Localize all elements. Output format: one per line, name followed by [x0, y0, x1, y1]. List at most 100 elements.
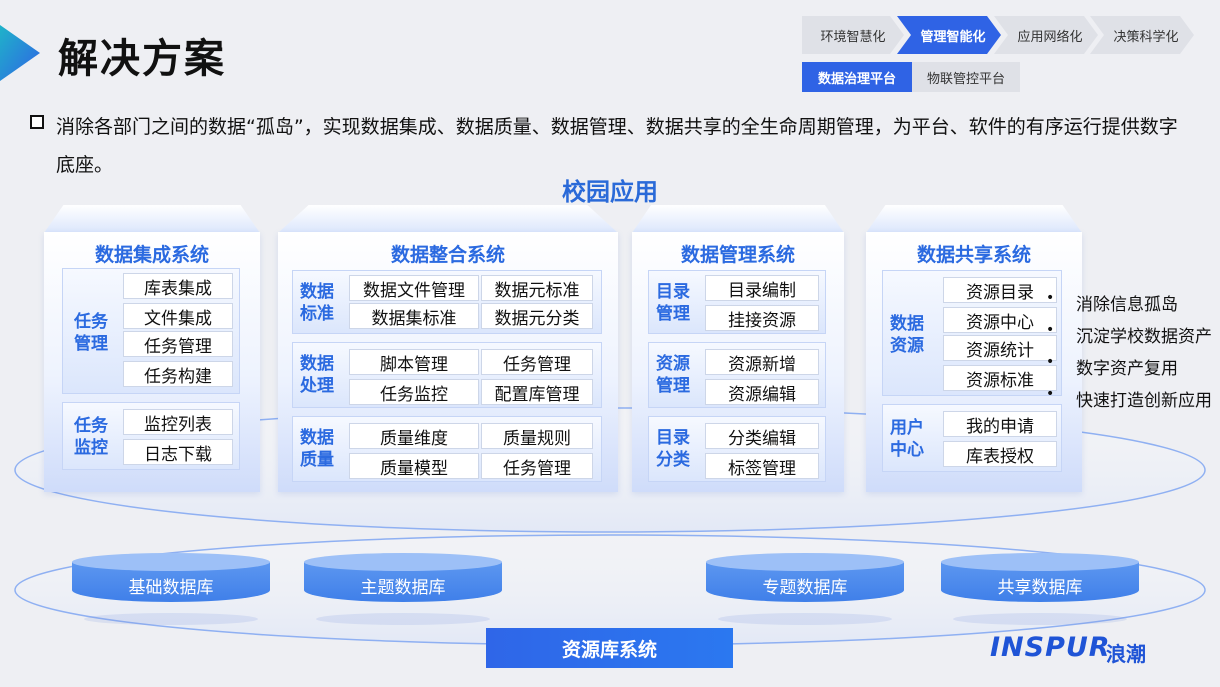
chevron-shape	[802, 16, 904, 54]
page-title: 解决方案	[58, 36, 226, 82]
item-quality-dimension[interactable]: 质量维度	[349, 423, 479, 449]
step-decision[interactable]: 决策科学化	[1090, 16, 1194, 54]
group-label: 用户中心	[890, 418, 924, 460]
item-mount-resource[interactable]: 挂接资源	[705, 305, 819, 331]
campus-app-title: 校园应用	[562, 178, 658, 206]
benefit-label: 数字资产复用	[1076, 359, 1178, 379]
item-config-db-management[interactable]: 配置库管理	[481, 379, 593, 405]
group-label: 目录管理	[656, 282, 690, 324]
item-task-management[interactable]: 任务管理	[481, 349, 593, 375]
group-data-standard: 数据标准 数据文件管理 数据元标准 数据集标准 数据元分类	[292, 270, 602, 334]
item-task-management[interactable]: 任务管理	[123, 331, 233, 357]
chevron-shape	[1090, 16, 1194, 54]
item-data-element-standard[interactable]: 数据元标准	[481, 275, 593, 301]
tab-data-governance[interactable]: 数据治理平台	[802, 62, 912, 92]
roof-consolidation	[278, 205, 618, 233]
group-task-management: 任务管理 库表集成 文件集成 任务管理 任务构建	[62, 268, 240, 394]
system-title: 数据管理系统	[680, 244, 795, 266]
system-integration: 数据集成系统 任务管理 库表集成 文件集成 任务管理 任务构建 任务监控 监控列…	[44, 232, 260, 492]
bullet-square-icon	[30, 115, 44, 129]
group-label: 数据质量	[300, 428, 334, 470]
db-theme[interactable]: 主题数据库	[304, 553, 502, 625]
db-shadow	[315, 613, 491, 625]
roof-sharing	[866, 205, 1082, 233]
benefit-label: 快速打造创新应用	[1076, 391, 1212, 411]
system-title: 数据整合系统	[390, 244, 505, 266]
item-monitor-list[interactable]: 监控列表	[123, 409, 233, 435]
item-script-management[interactable]: 脚本管理	[349, 349, 479, 375]
inspur-logo: INSPUR 浪潮	[990, 632, 1160, 668]
resource-library-system[interactable]: 资源库系统	[486, 628, 733, 668]
step-label: 决策科学化	[1113, 29, 1179, 45]
group-catalog-category: 目录分类 分类编辑 标签管理	[648, 416, 826, 482]
item-task-build[interactable]: 任务构建	[123, 361, 233, 387]
db-basic[interactable]: 基础数据库	[72, 553, 270, 625]
logo-latin: INSPUR	[990, 632, 1111, 663]
system-consolidation: 数据整合系统 数据标准 数据文件管理 数据元标准 数据集标准 数据元分类 数据处…	[278, 232, 618, 492]
item-resource-add[interactable]: 资源新增	[705, 349, 819, 375]
roof-integration	[44, 205, 260, 233]
item-file-integration[interactable]: 文件集成	[123, 303, 233, 329]
item-quality-rule[interactable]: 质量规则	[481, 423, 593, 449]
db-shared[interactable]: 共享数据库	[941, 553, 1139, 625]
item-resource-standard[interactable]: 资源标准	[943, 365, 1057, 391]
step-label: 管理智能化	[920, 29, 986, 45]
item-resource-center[interactable]: 资源中心	[943, 307, 1057, 333]
db-top	[72, 553, 270, 571]
step-label: 环境智慧化	[820, 29, 886, 45]
item-table-integration[interactable]: 库表集成	[123, 273, 233, 299]
item-dataset-standard[interactable]: 数据集标准	[349, 303, 479, 329]
step-management[interactable]: 管理智能化	[897, 16, 1001, 54]
db-shadow	[952, 613, 1128, 625]
item-my-applications[interactable]: 我的申请	[943, 411, 1057, 437]
item-resource-edit[interactable]: 资源编辑	[705, 379, 819, 405]
benefit-label: 沉淀学校数据资产	[1076, 327, 1212, 347]
tab-iot-control[interactable]: 物联管控平台	[912, 62, 1020, 92]
system-management: 数据管理系统 目录管理 目录编制 挂接资源 资源管理 资源新增 资源编辑 目录分…	[632, 232, 844, 492]
item-category-edit[interactable]: 分类编辑	[705, 423, 819, 449]
group-user-center: 用户中心 我的申请 库表授权	[882, 404, 1062, 472]
item-resource-stats[interactable]: 资源统计	[943, 335, 1057, 361]
group-label: 数据标准	[300, 282, 334, 324]
db-top	[706, 553, 904, 571]
group-data-processing: 数据处理 脚本管理 任务管理 任务监控 配置库管理	[292, 342, 602, 408]
step-label: 应用网络化	[1017, 29, 1083, 45]
item-tag-management[interactable]: 标签管理	[705, 453, 819, 479]
group-data-quality: 数据质量 质量维度 质量规则 质量模型 任务管理	[292, 416, 602, 482]
db-label: 基础数据库	[128, 578, 214, 598]
step-environment[interactable]: 环境智慧化	[802, 16, 904, 54]
item-catalog-compile[interactable]: 目录编制	[705, 275, 819, 301]
intro-text: 消除各部门之间的数据“孤岛”，实现数据集成、数据质量、数据管理、数据共享的全生命…	[56, 116, 1178, 176]
benefit-label: 消除信息孤岛	[1076, 295, 1178, 315]
item-quality-model[interactable]: 质量模型	[349, 453, 479, 479]
chevron-shape	[994, 16, 1098, 54]
item-data-file-management[interactable]: 数据文件管理	[349, 275, 479, 301]
group-catalog-management: 目录管理 目录编制 挂接资源	[648, 270, 826, 334]
db-shadow	[717, 613, 893, 625]
logo-cn: 浪潮	[1106, 642, 1146, 666]
group-label: 任务管理	[74, 312, 108, 354]
item-table-authorization[interactable]: 库表授权	[943, 441, 1057, 467]
item-task-monitor[interactable]: 任务监控	[349, 379, 479, 405]
roof-management	[632, 205, 844, 233]
db-label: 专题数据库	[762, 578, 848, 598]
group-data-resource: 数据资源 资源目录 资源中心 资源统计 资源标准	[882, 270, 1062, 396]
db-top	[941, 553, 1139, 571]
item-log-download[interactable]: 日志下载	[123, 439, 233, 465]
group-resource-management: 资源管理 资源新增 资源编辑	[648, 342, 826, 408]
group-label: 目录分类	[656, 428, 690, 470]
group-label: 数据资源	[890, 314, 924, 356]
corner-arrow-icon	[0, 25, 40, 81]
db-label: 共享数据库	[997, 578, 1083, 598]
step-application[interactable]: 应用网络化	[994, 16, 1098, 54]
item-task-management[interactable]: 任务管理	[481, 453, 593, 479]
system-title: 数据集成系统	[94, 244, 209, 266]
group-label: 数据处理	[300, 354, 334, 396]
item-resource-catalog[interactable]: 资源目录	[943, 277, 1057, 303]
system-title: 数据共享系统	[916, 244, 1031, 266]
chevron-shape	[897, 16, 1001, 54]
item-data-element-category[interactable]: 数据元分类	[481, 303, 593, 329]
group-label: 资源管理	[656, 354, 690, 396]
db-topic[interactable]: 专题数据库	[706, 553, 904, 625]
group-label: 任务监控	[74, 416, 108, 458]
